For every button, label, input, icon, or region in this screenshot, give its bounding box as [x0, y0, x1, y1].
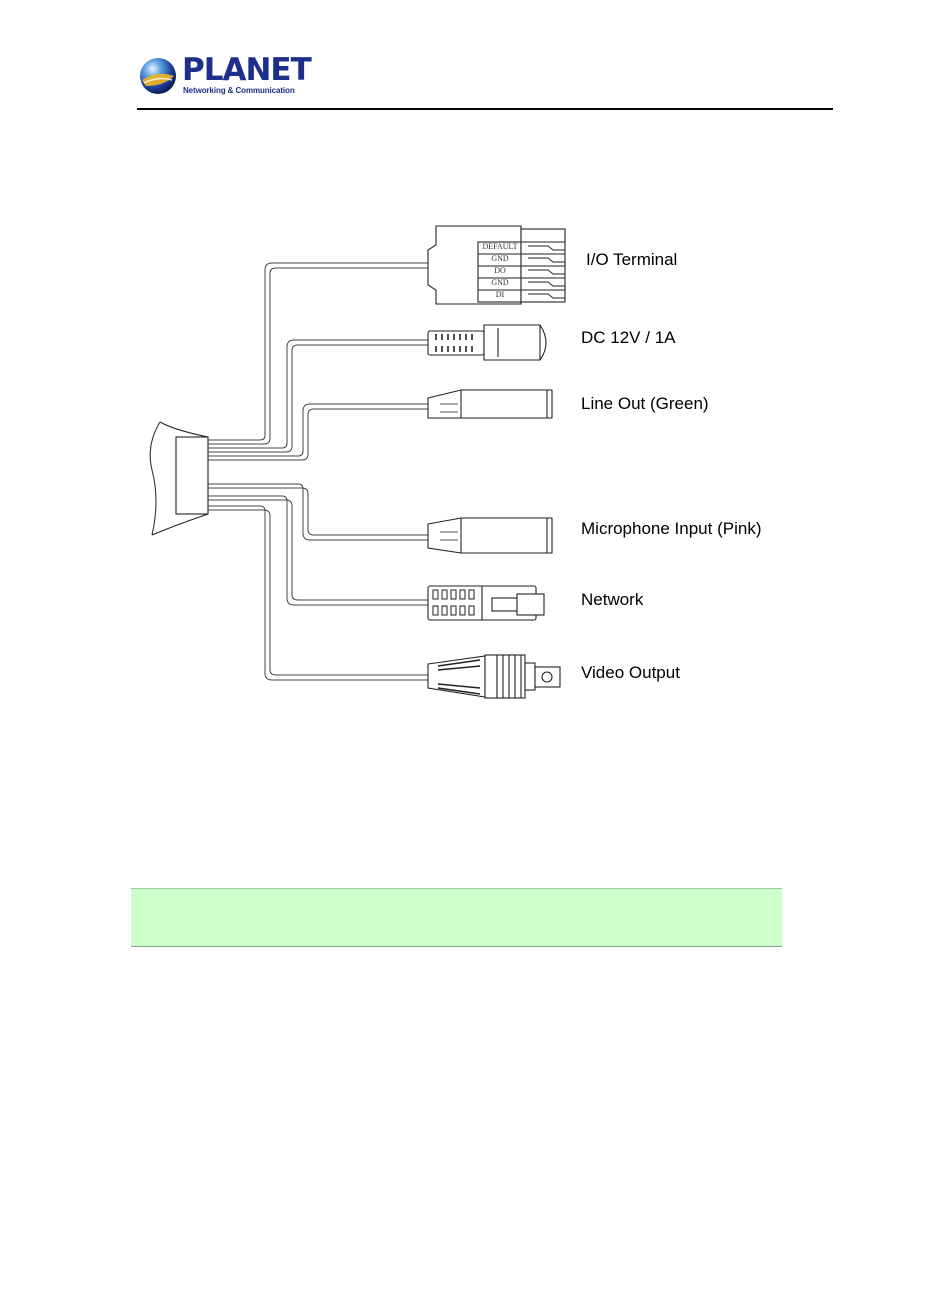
dc-power-label: DC 12V / 1A	[581, 328, 676, 347]
video-bnc-connector	[427, 654, 561, 699]
brand-tagline: Networking & Communication	[183, 86, 295, 95]
pin-label: DO	[494, 266, 506, 275]
io-terminal-block	[427, 225, 566, 305]
globe-icon	[140, 58, 176, 94]
io-terminal-label: I/O Terminal	[586, 250, 678, 269]
network-label: Network	[581, 590, 644, 609]
brand-name: PLANET	[182, 52, 312, 88]
microphone-input-label: Microphone Input (Pink)	[581, 519, 762, 538]
network-rj45-connector	[427, 585, 545, 621]
cable-jacket	[149, 421, 209, 536]
planet-logo: PLANET Networking & Communication	[138, 52, 312, 98]
pin-label: DEFAULT	[482, 242, 518, 251]
microphone-jack	[427, 517, 553, 554]
note-box	[131, 888, 782, 947]
cable-diagram	[149, 225, 566, 699]
line-out-label: Line Out (Green)	[581, 394, 709, 413]
video-output-label: Video Output	[581, 663, 680, 682]
wire-bundle	[208, 262, 428, 681]
pin-label: DI	[495, 290, 505, 299]
dc-power-connector	[427, 324, 547, 361]
line-out-jack	[427, 389, 553, 419]
pin-label: GND	[491, 278, 509, 287]
header-divider	[137, 108, 833, 110]
pin-label: GND	[491, 254, 509, 263]
